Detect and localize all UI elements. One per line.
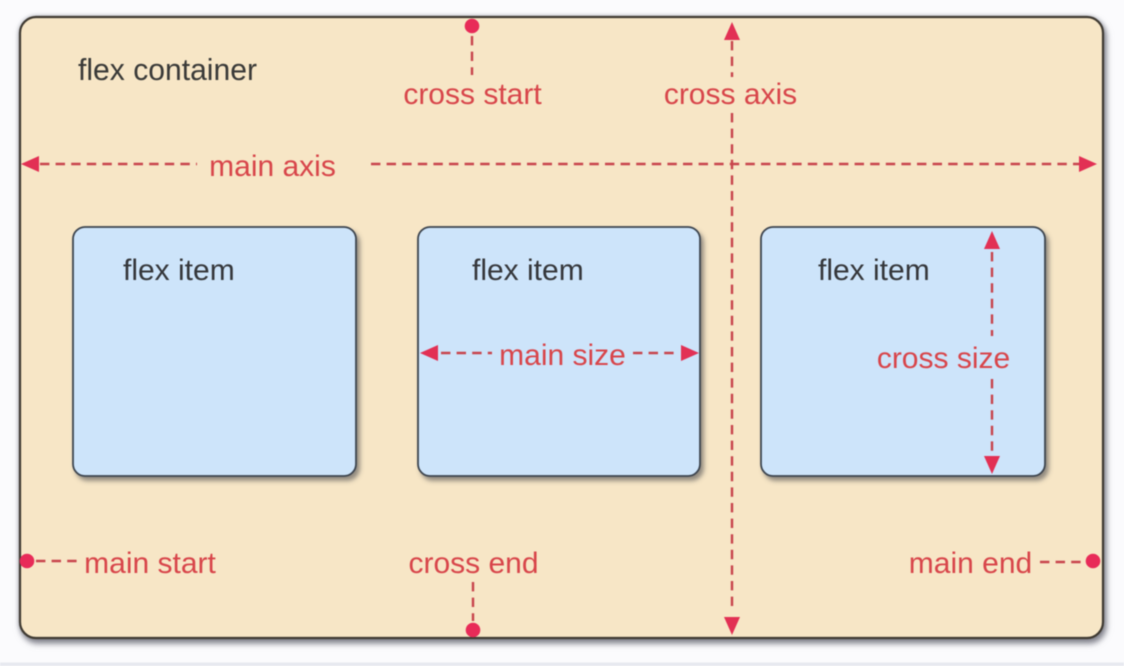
svg-text:flex item: flex item [123, 254, 235, 287]
svg-text:main end: main end [909, 547, 1032, 580]
svg-text:flex container: flex container [78, 52, 257, 87]
svg-text:main axis: main axis [209, 150, 336, 183]
svg-text:main size: main size [499, 339, 626, 372]
svg-text:flex item: flex item [818, 254, 930, 287]
svg-text:cross start: cross start [403, 78, 542, 111]
svg-text:main start: main start [84, 547, 216, 580]
svg-text:flex item: flex item [472, 254, 584, 287]
svg-text:cross axis: cross axis [664, 78, 797, 111]
svg-text:cross end: cross end [408, 547, 538, 580]
svg-text:cross size: cross size [877, 342, 1010, 375]
